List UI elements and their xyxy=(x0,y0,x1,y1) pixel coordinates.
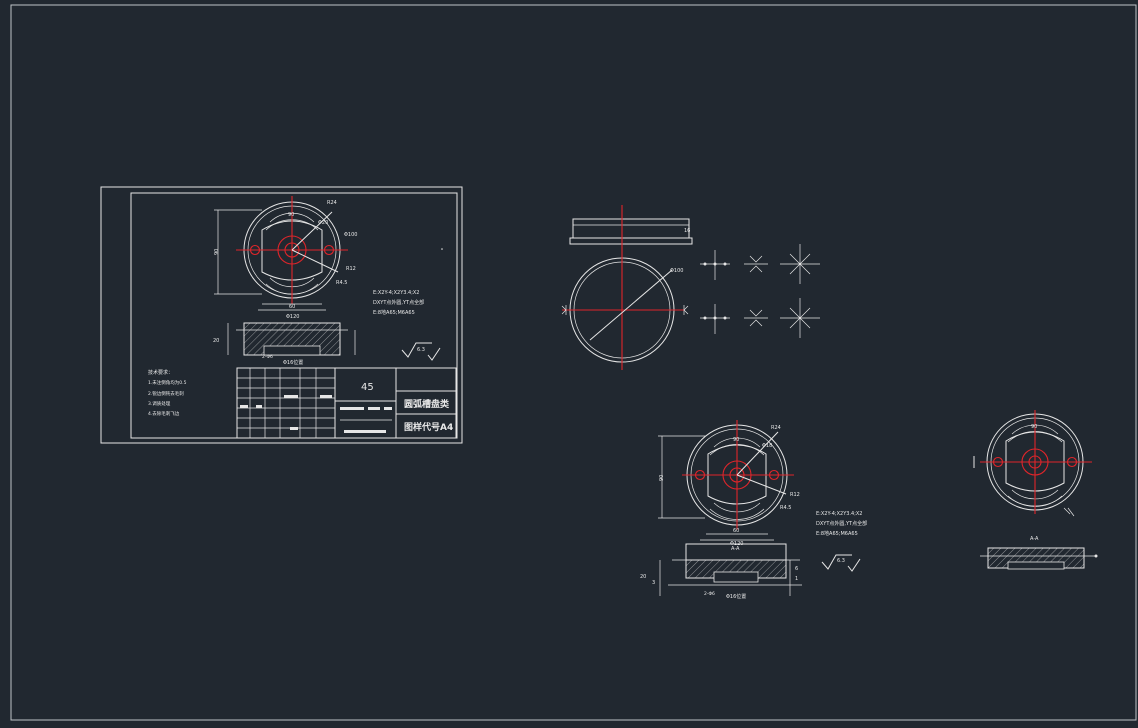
sheet-roughness-symbol-2 xyxy=(427,347,441,361)
title-block xyxy=(236,367,457,439)
sheet-notes-title: 技术要求： xyxy=(148,369,173,376)
title-block-material: 45 xyxy=(361,382,374,393)
sheet-dim-r24: R24 xyxy=(327,200,337,206)
sheet-note-4: 4.去除毛刺飞边 xyxy=(148,410,180,417)
stray-point xyxy=(441,248,443,250)
detail-dim-3: 3 xyxy=(652,580,655,586)
title-block-drawing-code: 图样代号A4 xyxy=(404,421,453,433)
detail-spec-1: E:X2Y-4;X2Y3.4;X2 xyxy=(816,511,862,517)
blank-side-view xyxy=(572,218,690,239)
blank-disc-views[interactable]: 16 Φ100 xyxy=(561,205,693,370)
sheet-spec-2: DXYT点外圆,YT点全部 xyxy=(373,299,424,306)
sheet-note-1: 1.未注倒角均为0.5 xyxy=(148,379,187,386)
sheet-dim-90v: 90 xyxy=(214,249,220,255)
detail-sect-label: A-A xyxy=(731,546,740,552)
right-simplified-view[interactable] xyxy=(973,410,1098,570)
sheet-dim-r100: Φ100 xyxy=(344,232,357,238)
detail-dim-phi16: Φ16位置 xyxy=(726,593,746,600)
detail-section-view xyxy=(659,543,802,596)
detail-roughness-symbol xyxy=(821,554,852,570)
sheet-dim-phi20: Φ20 xyxy=(318,220,328,226)
detail-dim-90: 90 xyxy=(733,437,739,443)
right-dim-90: 90 xyxy=(1031,424,1037,430)
detail-dim-r12: R12 xyxy=(790,492,800,498)
sheet-dim-r12: R12 xyxy=(346,266,356,272)
detail-roughness-value: 6.3 xyxy=(837,558,845,564)
sheet-dim-phi16: Φ16位置 xyxy=(283,359,303,366)
sheet-section-view xyxy=(227,322,356,356)
detail-dim-bore: 2-Φ6 xyxy=(704,591,715,597)
sheet-roughness-symbol xyxy=(401,342,432,358)
title-block-part-name: 圆弧槽盘类 xyxy=(404,398,450,410)
sheet-dim-bore: 2-Φ6 xyxy=(262,354,273,360)
sheet-dim-phi120: Φ120 xyxy=(286,314,299,320)
detail-roughness-symbol-2 xyxy=(847,558,861,572)
detail-drawing-main[interactable] xyxy=(658,420,794,541)
blank-dim-16: 16 xyxy=(684,228,690,234)
detail-dim-60: 60 xyxy=(733,528,739,534)
sheet-dim-90: 90 xyxy=(288,212,294,218)
detail-dim-20: 20 xyxy=(640,574,646,580)
detail-dim-6: 6 xyxy=(795,566,798,572)
sheet-dim-r45: R4.5 xyxy=(336,280,347,286)
detail-dim-r24: R24 xyxy=(771,425,781,431)
symbol-cluster xyxy=(700,244,820,338)
detail-spec-2: DXYT点外圆,YT点全部 xyxy=(816,520,867,527)
drawing-sheet-a4[interactable]: 90 R24 Φ20 Φ100 R12 R4.5 60 Φ120 90 20 Φ… xyxy=(100,186,463,444)
outer-border xyxy=(10,4,1137,721)
sheet-outer-frame xyxy=(100,186,463,444)
sheet-dim-20: 20 xyxy=(213,338,219,344)
sheet-top-view xyxy=(214,196,348,311)
sheet-note-3: 3.调质处理 xyxy=(148,400,171,407)
right-sect-label: A-A xyxy=(1030,536,1039,542)
detail-spec-3: E:8地A65;M6A65 xyxy=(816,530,858,537)
detail-dim-r45: R4.5 xyxy=(780,505,791,511)
sheet-spec-1: E:X2Y-4;X2Y3.4;X2 xyxy=(373,290,419,296)
sheet-dim-60: 60 xyxy=(289,304,295,310)
sheet-roughness-value: 6.3 xyxy=(417,347,425,353)
detail-dim-phi18: Φ18 xyxy=(762,443,772,449)
sheet-spec-3: E:8地A65;M6A65 xyxy=(373,309,415,316)
detail-dim-90v: 90 xyxy=(659,475,665,481)
sheet-note-2: 2.锐边倒钝去毛刺 xyxy=(148,390,184,397)
blank-dim-phi: Φ100 xyxy=(670,268,683,274)
detail-dim-1: 1 xyxy=(795,576,798,582)
